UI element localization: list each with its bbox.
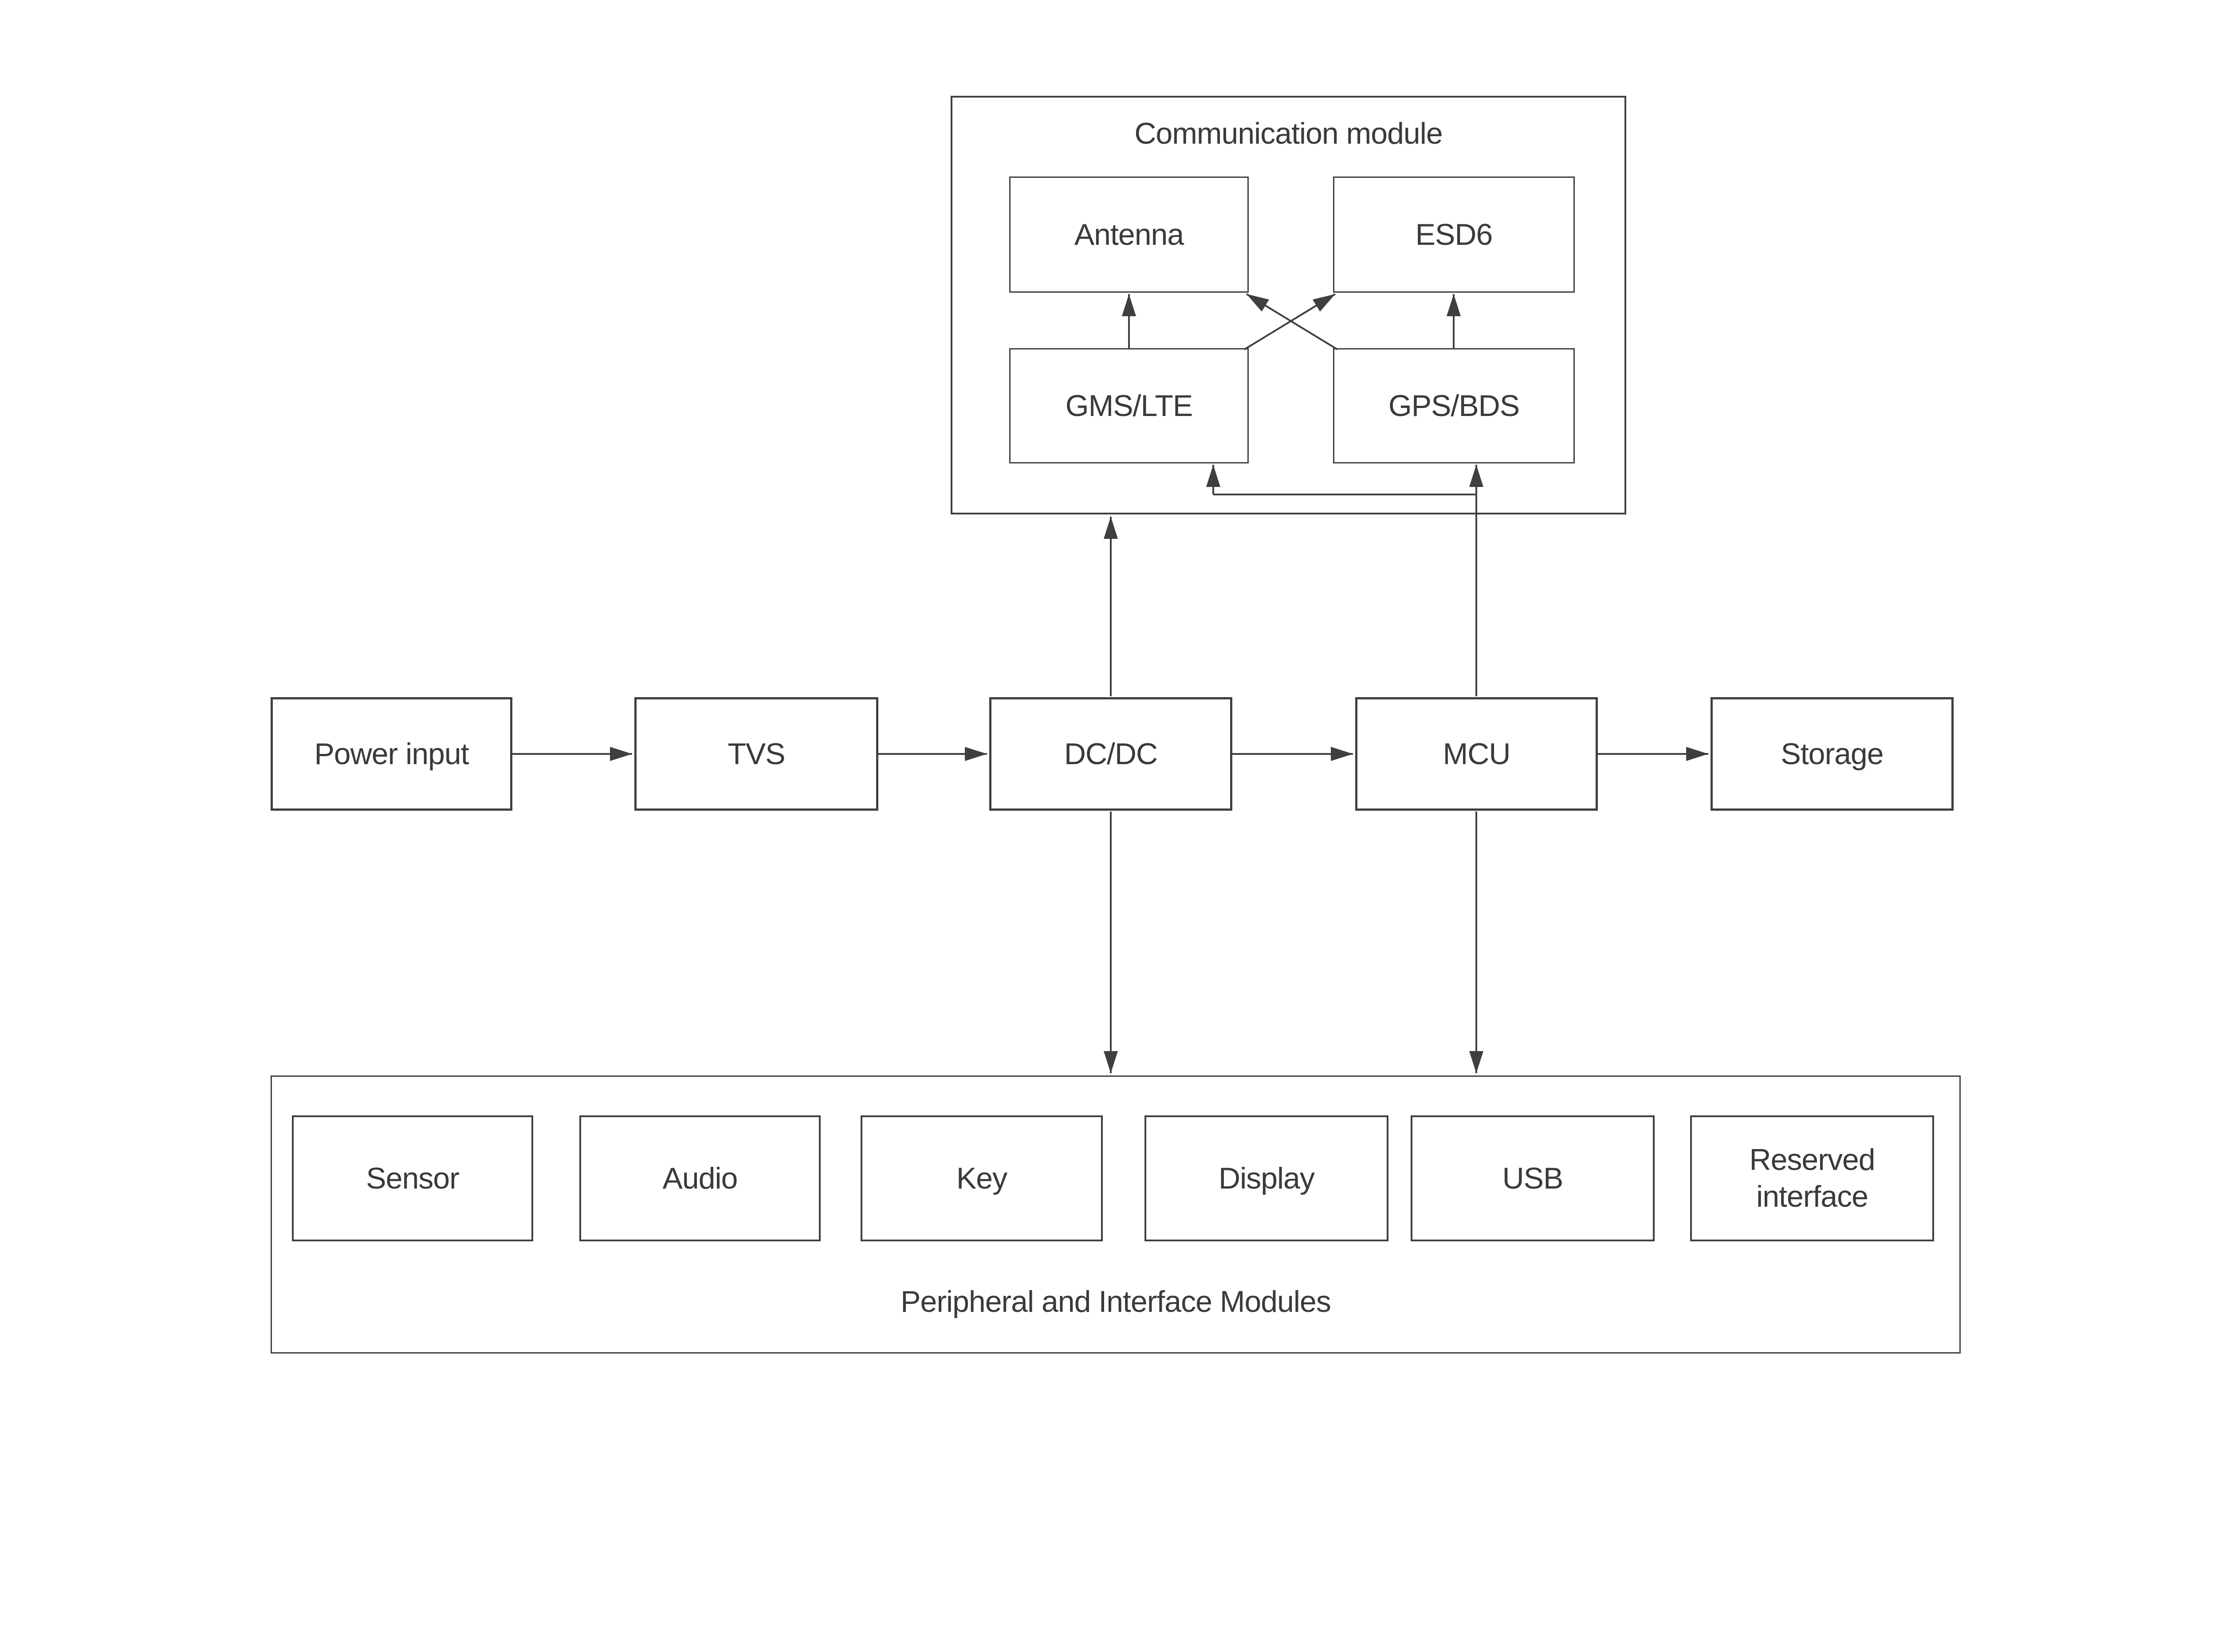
dc-dc-box: DC/DC bbox=[989, 697, 1232, 811]
peripheral-module-container: Peripheral and Interface Modules bbox=[271, 1075, 1961, 1354]
antenna-label: Antenna bbox=[1074, 217, 1184, 251]
key-box: Key bbox=[861, 1115, 1103, 1241]
sensor-box: Sensor bbox=[292, 1115, 533, 1241]
communication-module-title: Communication module bbox=[1134, 117, 1443, 150]
display-label: Display bbox=[1219, 1161, 1315, 1195]
gps-bds-box: GPS/BDS bbox=[1333, 348, 1575, 463]
key-label: Key bbox=[956, 1161, 1007, 1195]
storage-box: Storage bbox=[1711, 697, 1954, 811]
usb-box: USB bbox=[1411, 1115, 1655, 1241]
antenna-box: Antenna bbox=[1009, 177, 1249, 293]
audio-box: Audio bbox=[579, 1115, 821, 1241]
storage-label: Storage bbox=[1781, 737, 1884, 771]
power-input-box: Power input bbox=[271, 697, 512, 811]
tvs-label: TVS bbox=[728, 737, 785, 771]
audio-label: Audio bbox=[662, 1161, 738, 1195]
gms-lte-label: GMS/LTE bbox=[1065, 388, 1193, 423]
reserved-interface-label: Reserved interface bbox=[1749, 1143, 1875, 1213]
esd6-label: ESD6 bbox=[1415, 217, 1493, 251]
mcu-box: MCU bbox=[1355, 697, 1598, 811]
tvs-box: TVS bbox=[634, 697, 878, 811]
mcu-label: MCU bbox=[1443, 737, 1511, 771]
display-box: Display bbox=[1144, 1115, 1388, 1241]
peripheral-module-title: Peripheral and Interface Modules bbox=[901, 1285, 1331, 1318]
power-input-label: Power input bbox=[314, 737, 469, 771]
sensor-label: Sensor bbox=[366, 1161, 459, 1195]
gps-bds-label: GPS/BDS bbox=[1388, 388, 1520, 423]
gms-lte-box: GMS/LTE bbox=[1009, 348, 1249, 463]
usb-label: USB bbox=[1502, 1161, 1564, 1195]
reserved-interface-box: Reserved interface bbox=[1690, 1115, 1934, 1241]
esd6-box: ESD6 bbox=[1333, 177, 1575, 293]
dc-dc-label: DC/DC bbox=[1064, 737, 1158, 771]
